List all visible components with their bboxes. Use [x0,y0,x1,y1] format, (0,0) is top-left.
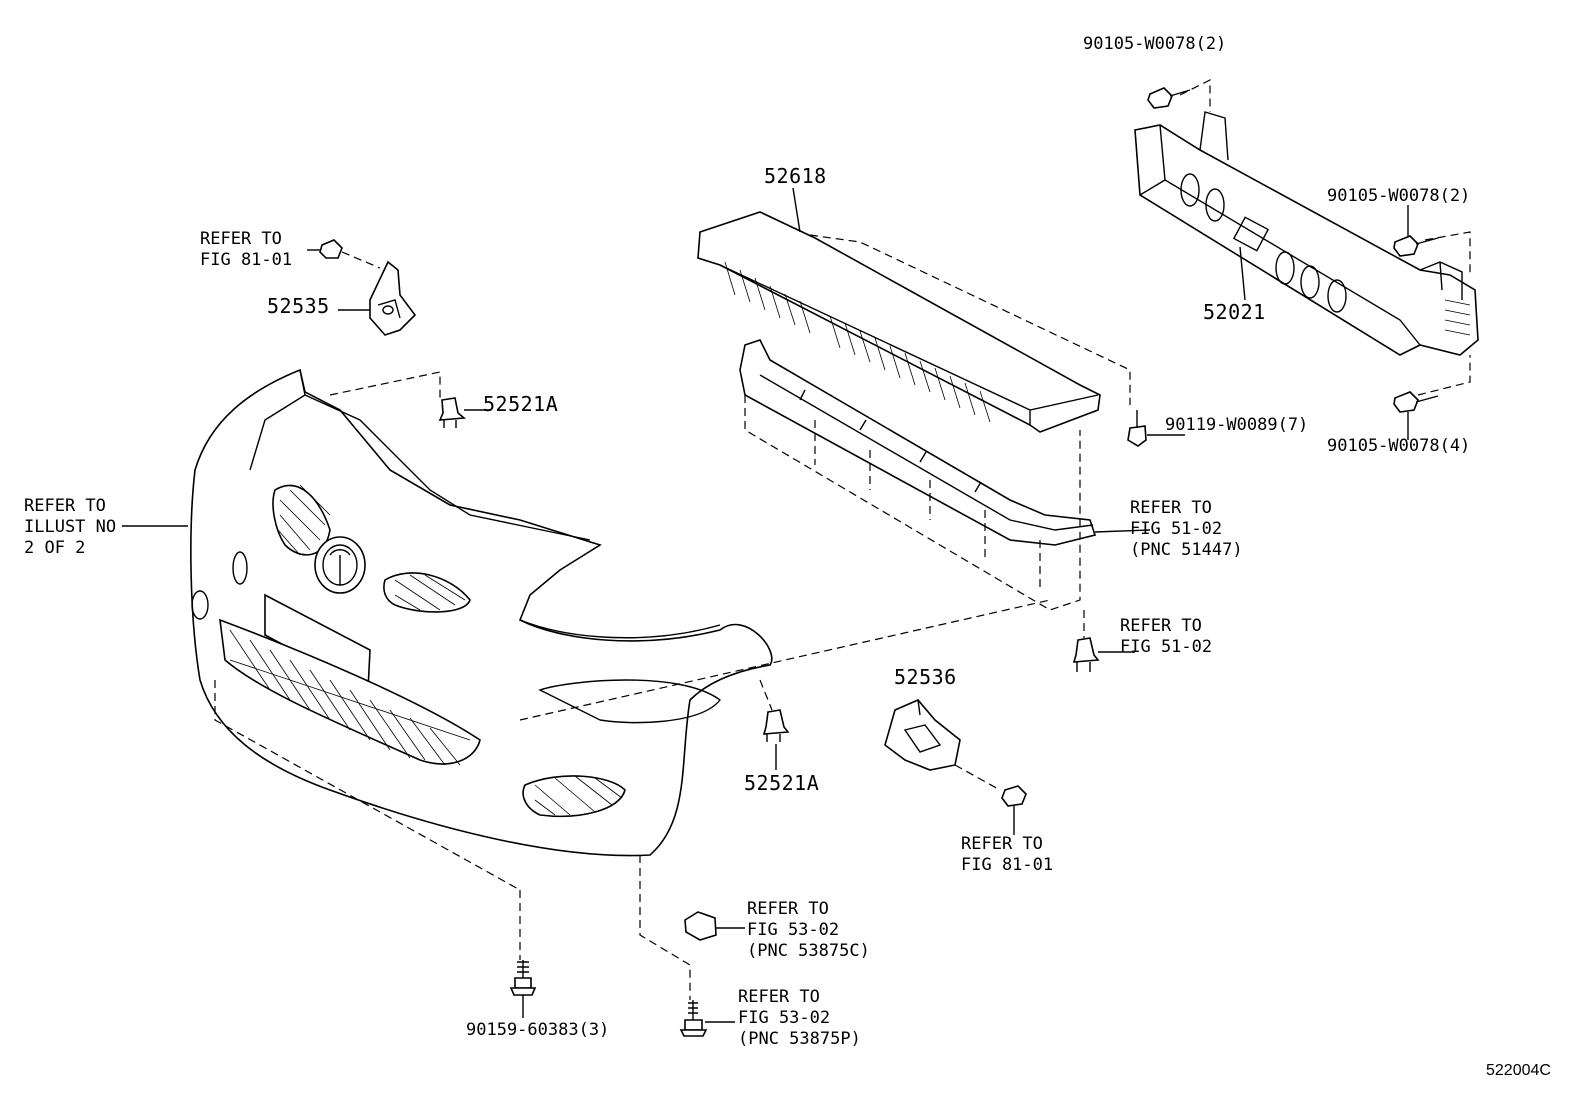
bolt-label-right-lower: 90105-W0078(4) [1327,436,1471,456]
clip-icon [1127,410,1185,447]
retainer-clip-icon [438,397,490,428]
clip-icon [1072,637,1135,672]
screw-icon [509,960,537,1018]
retainer-bottom-label: 52521A [744,771,820,795]
bolt-icon [1393,235,1439,257]
bracket-right [884,699,961,771]
retainer-top-label: 52521A [483,392,559,416]
clip-icon [684,911,745,941]
bolt-icon [679,1000,735,1037]
bumper-reinforcement [1134,111,1479,356]
bolt-label-top: 90105-W0078(2) [1083,34,1227,54]
bolt-icon [319,239,381,269]
bracket-left [369,260,417,336]
figure-id: 522004C [1486,1062,1551,1079]
lower-retainer [739,339,1097,546]
front-bumper-cover [190,368,773,857]
retainer-clip-icon [762,709,790,770]
bracket-right-label: 52536 [894,665,957,689]
bolt-icon [1147,87,1191,109]
bracket-left-label: 52535 [267,294,330,318]
bolt-label-right-upper: 90105-W0078(2) [1327,186,1471,206]
reinforcement-label: 52021 [1203,300,1266,324]
bolt-icon [1393,391,1439,413]
absorber-label: 52618 [764,164,827,188]
energy-absorber [697,211,1101,433]
clip-label-right: 90119-W0089(7) [1165,415,1309,435]
bolt-icon [1001,785,1027,835]
screw-label-bottom: 90159-60383(3) [466,1020,610,1040]
